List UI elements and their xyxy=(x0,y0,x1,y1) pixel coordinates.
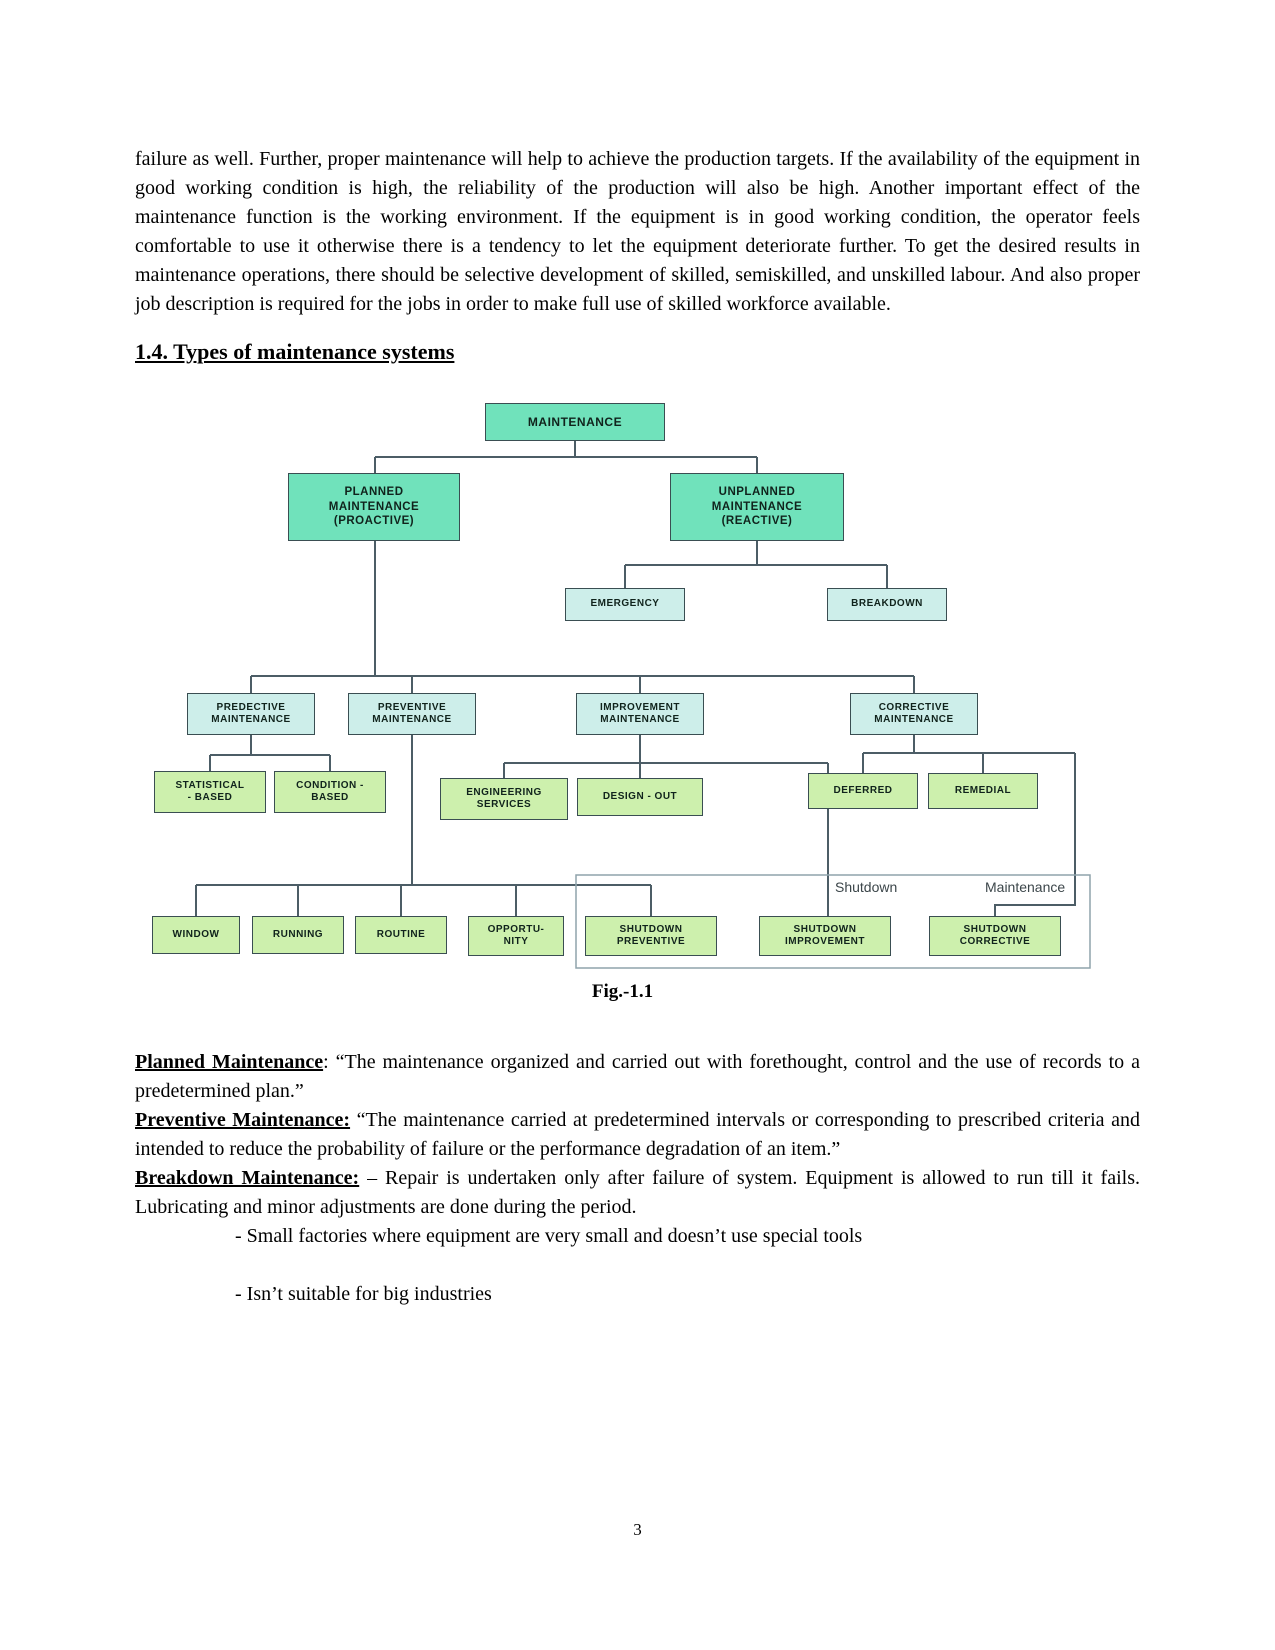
intro-paragraph: failure as well. Further, proper mainten… xyxy=(135,148,1140,315)
node-opportunity: OPPORTU- NITY xyxy=(468,916,564,956)
definition-term: Breakdown Maintenance: xyxy=(135,1167,360,1189)
node-maintenance: MAINTENANCE xyxy=(485,403,665,441)
definition-breakdown: Breakdown Maintenance: – Repair is under… xyxy=(135,1164,1140,1222)
definitions-block: Planned Maintenance: “The maintenance or… xyxy=(135,1048,1140,1309)
group-label-maintenance: Maintenance xyxy=(985,879,1066,895)
group-label-shutdown: Shutdown xyxy=(835,879,898,895)
node-unplanned-maintenance: UNPLANNED MAINTENANCE (REACTIVE) xyxy=(670,473,844,541)
page-number: 3 xyxy=(633,1520,642,1539)
node-planned-maintenance: PLANNED MAINTENANCE (PROACTIVE) xyxy=(288,473,460,541)
node-preventive-maintenance: PREVENTIVE MAINTENANCE xyxy=(348,693,476,735)
bullet-item: - Isn’t suitable for big industries xyxy=(235,1283,492,1305)
bullet-item: - Small factories where equipment are ve… xyxy=(235,1225,863,1247)
figure-caption: Fig.-1.1 xyxy=(591,981,654,1002)
node-engineering-services: ENGINEERING SERVICES xyxy=(440,778,568,820)
node-breakdown: BREAKDOWN xyxy=(827,588,947,621)
node-shutdown-corrective: SHUTDOWN CORRECTIVE xyxy=(929,916,1061,956)
node-running: RUNNING xyxy=(252,916,344,954)
definition-planned: Planned Maintenance: “The maintenance or… xyxy=(135,1048,1140,1106)
node-shutdown-improvement: SHUTDOWN IMPROVEMENT xyxy=(759,916,891,956)
node-predective-maintenance: PREDECTIVE MAINTENANCE xyxy=(187,693,315,735)
node-shutdown-preventive: SHUTDOWN PREVENTIVE xyxy=(585,916,717,956)
node-condition-based: CONDITION - BASED xyxy=(274,771,386,813)
node-routine: ROUTINE xyxy=(355,916,447,954)
node-corrective-maintenance: CORRECTIVE MAINTENANCE xyxy=(850,693,978,735)
node-deferred: DEFERRED xyxy=(808,773,918,809)
definition-preventive: Preventive Maintenance: “The maintenance… xyxy=(135,1106,1140,1164)
shutdown-group-box xyxy=(575,874,1091,969)
node-improvement-maintenance: IMPROVEMENT MAINTENANCE xyxy=(576,693,704,735)
node-remedial: REMEDIAL xyxy=(928,773,1038,809)
definition-text: : “The maintenance organized and carried… xyxy=(135,1051,1140,1102)
node-window: WINDOW xyxy=(152,916,240,954)
section-heading: 1.4. Types of maintenance systems xyxy=(135,339,455,364)
node-design-out: DESIGN - OUT xyxy=(577,778,703,816)
figure-diagram: MAINTENANCE PLANNED MAINTENANCE (PROACTI… xyxy=(140,393,1105,1023)
definition-text: “The maintenance carried at predetermine… xyxy=(135,1109,1140,1160)
definition-text: – Repair is undertaken only after failur… xyxy=(135,1167,1140,1218)
definition-term: Planned Maintenance xyxy=(135,1051,324,1073)
connector-lines xyxy=(195,441,1091,969)
node-statistical-based: STATISTICAL - BASED xyxy=(154,771,266,813)
node-emergency: EMERGENCY xyxy=(565,588,685,621)
definition-term: Preventive Maintenance: xyxy=(135,1109,351,1131)
